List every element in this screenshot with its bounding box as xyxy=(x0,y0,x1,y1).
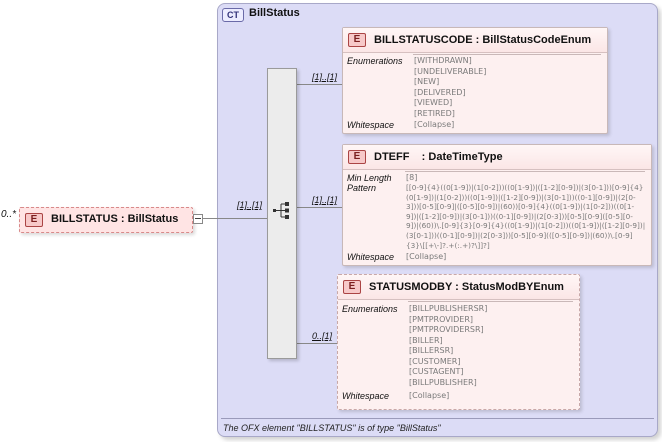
min-length-label: Min Length xyxy=(347,173,392,183)
enumeration-value: [PMTPROVIDERSR] xyxy=(409,325,484,334)
footer-note: The OFX element "BILLSTATUS" is of type … xyxy=(223,423,441,433)
root-element-label: BILLSTATUS : BillStatus xyxy=(51,213,179,225)
connector-billstatuscode xyxy=(295,84,342,85)
root-occurrence: 0..* xyxy=(1,209,17,220)
facet-divider xyxy=(408,301,573,302)
occurrence-dteff: [1]..[1] xyxy=(312,195,338,205)
enumeration-value: [CUSTAGENT] xyxy=(409,367,464,376)
enumeration-value: [BILLERSR] xyxy=(409,346,454,355)
whitespace-value: [Collapse] xyxy=(406,252,447,261)
pattern-line: 9])|(60))\.[0-9]{3}[0-9]{4}((0[1-9])|(1[… xyxy=(406,221,646,231)
element-card-statusmodby[interactable]: E STATUSMODBY : StatusModBYEnum Enumerat… xyxy=(337,274,580,410)
pattern-line: 9])|([1-2][0-9])|(3[0-1]))((0-1][0-9])|(… xyxy=(406,211,633,221)
connector-dteff xyxy=(295,207,342,208)
whitespace-label: Whitespace xyxy=(347,252,395,262)
element-badge: E xyxy=(25,213,43,227)
enumeration-value: [VIEWED] xyxy=(414,98,453,107)
enumeration-value: [UNDELIVERABLE] xyxy=(414,66,487,76)
occurrence-billstatuscode: [1]..[1] xyxy=(312,72,338,82)
collapse-toggle-icon[interactable] xyxy=(193,214,203,224)
element-card-dteff[interactable]: E DTEFF : DateTimeType Min Length [8] Pa… xyxy=(342,144,652,266)
element-title: STATUSMODBY : StatusModBYEnum xyxy=(369,281,564,293)
whitespace-value: [Collapse] xyxy=(409,391,450,400)
whitespace-label: Whitespace xyxy=(347,120,395,130)
enumeration-value: [NEW] xyxy=(414,77,440,86)
element-title: DTEFF : DateTimeType xyxy=(374,151,503,163)
enumeration-value: [RETIRED] xyxy=(414,108,455,118)
element-card-billstatuscode[interactable]: E BILLSTATUSCODE : BillStatusCodeEnum En… xyxy=(342,27,608,134)
root-element-card[interactable] xyxy=(19,207,193,233)
pattern-line: {3}\[[+\-]?.+(:.+)?\]]?] xyxy=(406,240,490,250)
enumeration-value: [BILLPUBLISHER] xyxy=(409,377,477,387)
pattern-line: [[0-9]{4}((0[1-9])|(1[0-2]))((0[1-9])|([… xyxy=(406,183,644,192)
enumeration-value: [DELIVERED] xyxy=(414,87,466,97)
occurrence-statusmodby: 0..[1] xyxy=(312,331,333,341)
enumerations-label: Enumerations xyxy=(347,56,403,66)
enumerations-label: Enumerations xyxy=(342,304,398,314)
enumeration-value: [BILLPUBLISHERSR] xyxy=(409,304,488,313)
pattern-line: (3[0-1]))((0-1][0-9])|(2[0-3]))[0-5][0-9… xyxy=(406,231,633,240)
enumeration-value: [BILLER] xyxy=(409,335,443,345)
element-badge: E xyxy=(348,150,366,164)
sequence-occurrence: [1]..[1] xyxy=(237,200,263,210)
whitespace-value: [Collapse] xyxy=(414,120,455,129)
element-badge: E xyxy=(343,280,361,294)
card-header xyxy=(343,28,607,53)
enumeration-value: [WITHDRAWN] xyxy=(414,56,472,65)
facet-divider xyxy=(405,171,645,172)
element-badge: E xyxy=(348,33,366,47)
pattern-label: Pattern xyxy=(347,183,377,193)
pattern-line: 3]))[0-5][0-9]|([0-5][0-9])|(60))[0-9]{4… xyxy=(406,202,635,212)
connector-statusmodby xyxy=(295,343,337,344)
complex-type-title: BillStatus xyxy=(249,7,300,19)
element-title: BILLSTATUSCODE : BillStatusCodeEnum xyxy=(374,34,592,46)
card-header xyxy=(343,145,651,170)
enumeration-value: [PMTPROVIDER] xyxy=(409,314,473,324)
min-length-value: [8] xyxy=(406,173,418,182)
footer-divider xyxy=(221,418,654,419)
facet-divider xyxy=(413,54,601,55)
root-connector xyxy=(202,218,267,219)
pattern-line: (0[1-9])|(1[0-2]))((0[1-9])|([1-2][0-9])… xyxy=(406,192,636,202)
sequence-icon xyxy=(273,202,289,219)
card-header xyxy=(338,275,579,300)
sequence-compositor[interactable] xyxy=(267,68,297,359)
complex-type-badge: CT xyxy=(222,8,244,22)
enumeration-value: [CUSTOMER] xyxy=(409,356,461,366)
whitespace-label: Whitespace xyxy=(342,391,390,401)
